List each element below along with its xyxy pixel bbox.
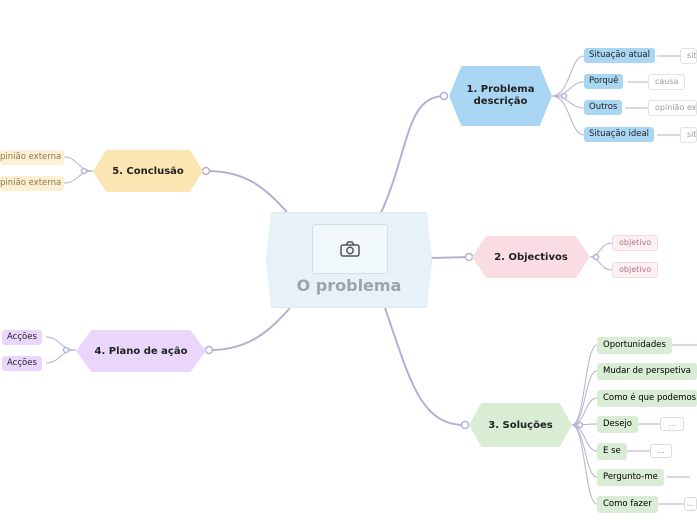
subtopic-situacao-ideal[interactable]: Situação ideal — [584, 127, 655, 142]
subtopic-situacao-atual[interactable]: Situação atual — [584, 48, 655, 63]
image-placeholder[interactable] — [312, 224, 388, 274]
topic-conclusao[interactable]: 5. Conclusão — [93, 150, 203, 192]
connector-dot — [439, 91, 449, 101]
subtopic-como-fazer[interactable]: Como fazer — [597, 496, 658, 513]
subtopic-objetivo-2[interactable]: objetivo — [612, 262, 659, 278]
connector-dot — [576, 421, 584, 429]
detail-opiniao[interactable]: opinião exte — [648, 100, 697, 116]
subtopic-como-podemos[interactable]: Como é que podemos — [597, 390, 697, 407]
topic-plano-de-acao[interactable]: 4. Plano de ação — [76, 330, 206, 372]
subtopic-opiniao-externa-1[interactable]: pinião externa — [0, 150, 64, 165]
topic-problema-descricao[interactable]: 1. Problema descrição — [449, 66, 552, 126]
central-title: O problema — [296, 276, 402, 295]
connector-dot — [80, 167, 88, 175]
detail-situacao-ideal[interactable]: situ — [680, 127, 697, 143]
connector-dot — [201, 166, 211, 176]
subtopic-oportunidades[interactable]: Oportunidades — [597, 337, 672, 354]
central-topic[interactable]: O problema — [266, 212, 432, 308]
topic-objectivos[interactable]: 2. Objectivos — [472, 236, 590, 278]
subtopic-e-se[interactable]: E se — [597, 443, 627, 460]
connector-central-b5 — [206, 170, 288, 213]
connector-central-b1 — [379, 95, 446, 216]
subtopic-accoes-2[interactable]: Acções — [2, 356, 42, 371]
detail-causa[interactable]: causa — [648, 74, 686, 90]
subtopic-outros[interactable]: Outros — [584, 100, 623, 115]
camera-icon — [340, 241, 360, 257]
detail-desejo[interactable]: ... — [660, 417, 684, 431]
topic-solucoes[interactable]: 3. Soluções — [469, 403, 572, 447]
detail-como-fazer[interactable]: ... — [684, 497, 697, 511]
connector-central-b3 — [384, 307, 466, 426]
connector-dot — [62, 346, 70, 354]
connector-central-b4 — [209, 307, 291, 351]
connector-dot — [460, 420, 470, 430]
subtopic-objetivo-1[interactable]: objetivo — [612, 235, 659, 251]
subtopic-opiniao-externa-2[interactable]: pinião externa — [0, 176, 64, 191]
subtopic-desejo[interactable]: Desejo — [597, 416, 638, 433]
connector-dot — [560, 92, 568, 100]
connector-central-b2 — [429, 256, 471, 259]
detail-situacao-atual[interactable]: situ — [680, 48, 697, 64]
detail-e-se[interactable]: ... — [650, 444, 672, 458]
subtopic-pergunto-me[interactable]: Pergunto-me — [597, 469, 664, 486]
subtopic-mudar-perspetiva[interactable]: Mudar de perspetiva — [597, 363, 697, 380]
connector-dot — [464, 252, 474, 262]
connector-dot — [204, 345, 214, 355]
connector-dot — [592, 253, 600, 261]
subtopic-porque[interactable]: Porquê — [584, 74, 624, 89]
subtopic-accoes-1[interactable]: Acções — [2, 330, 42, 345]
